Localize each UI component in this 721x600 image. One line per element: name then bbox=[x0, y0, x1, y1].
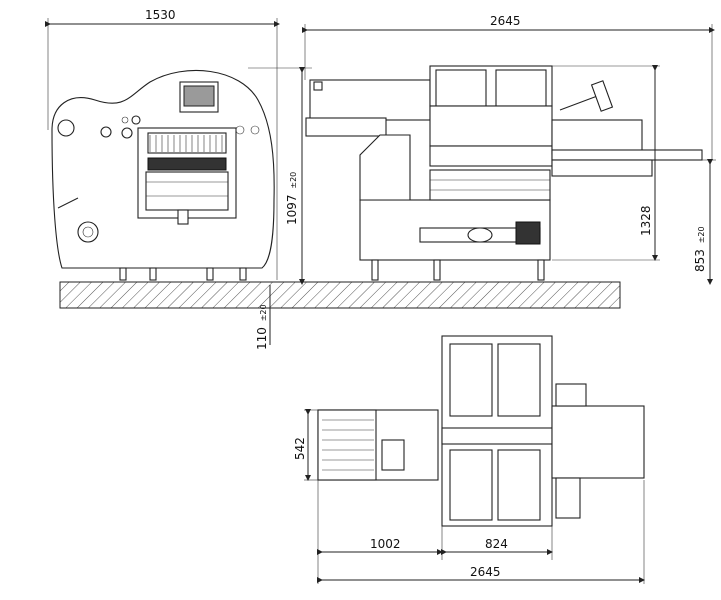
control-screen bbox=[183, 85, 215, 107]
dim-left-height-value: 1097 bbox=[285, 194, 299, 225]
dim-floor-value: 110 bbox=[255, 327, 269, 350]
top-view-machine bbox=[317, 335, 645, 527]
dim-bottom-total-label: 2645 bbox=[470, 565, 501, 579]
dim-bottom-parts: 1002 824 bbox=[317, 480, 553, 584]
dim-right-height-a-label: 1328 bbox=[639, 205, 653, 236]
floor-hatch bbox=[59, 281, 621, 309]
dim-bottom-a-label: 1002 bbox=[370, 537, 401, 551]
dim-bottom-b-label: 824 bbox=[485, 537, 508, 551]
dim-top-length-label: 2645 bbox=[490, 14, 521, 28]
dim-left-height-tol: ±20 bbox=[289, 172, 298, 189]
dim-floor-tol: ±20 bbox=[259, 304, 268, 321]
dim-right-height-a: 1328 bbox=[552, 65, 660, 261]
svg-text:110 ±20: 110 ±20 bbox=[255, 304, 269, 350]
side-feet bbox=[119, 267, 247, 281]
svg-text:853 ±20: 853 ±20 bbox=[693, 226, 707, 272]
front-view-machine bbox=[305, 65, 703, 281]
dim-left-height: 1097 ±20 bbox=[248, 67, 312, 285]
svg-text:1097 ±20: 1097 ±20 bbox=[285, 172, 299, 225]
dim-top-view-width: 542 bbox=[293, 409, 318, 481]
dim-right-height-b: 853 ±20 bbox=[693, 159, 716, 285]
side-view-machine bbox=[51, 69, 275, 281]
dim-bottom-total: 2645 bbox=[317, 480, 645, 584]
dim-left-width-label: 1530 bbox=[145, 8, 176, 22]
dim-top-length: 2645 bbox=[302, 14, 715, 160]
dim-right-height-b-value: 853 bbox=[693, 249, 707, 272]
dim-top-view-width-label: 542 bbox=[293, 437, 307, 460]
dim-left-width: 1530 bbox=[45, 8, 280, 280]
dim-floor: 110 ±20 bbox=[255, 285, 271, 350]
dim-right-height-b-tol: ±20 bbox=[697, 226, 706, 243]
